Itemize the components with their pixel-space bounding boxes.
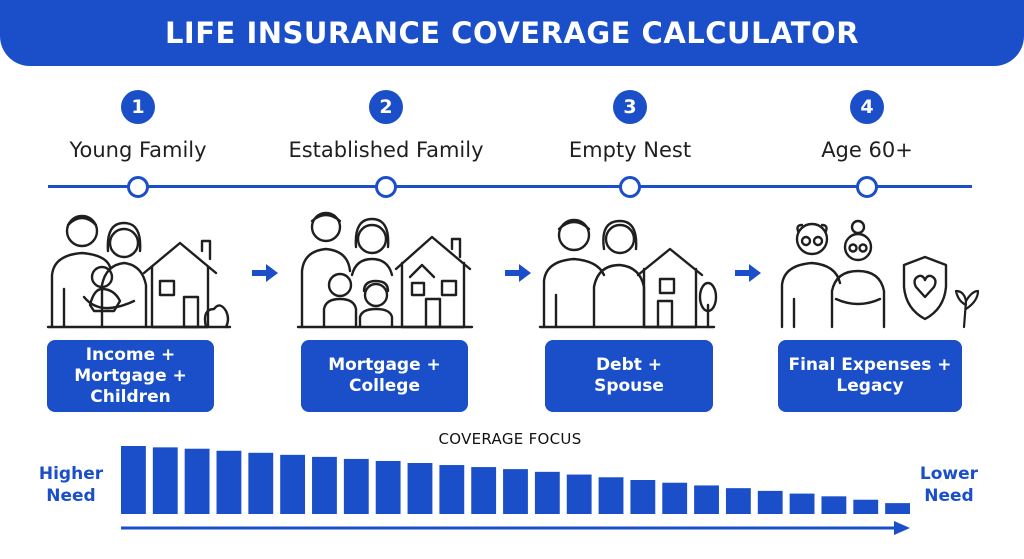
arrow-head-icon	[894, 521, 910, 535]
coverage-bar	[280, 454, 306, 514]
coverage-bar	[471, 467, 497, 514]
timeline-node	[375, 176, 397, 198]
stage-number: 3	[613, 90, 647, 124]
stage-2: 2 Established Family	[276, 90, 496, 162]
label-line: Need	[924, 486, 974, 506]
focus-line: Spouse	[594, 376, 664, 396]
page-title: LIFE INSURANCE COVERAGE CALCULATOR	[164, 16, 860, 50]
stage-number: 2	[369, 90, 403, 124]
coverage-bar	[885, 503, 910, 514]
coverage-bar	[312, 456, 337, 514]
house-icon	[392, 205, 476, 331]
coverage-bar	[534, 471, 560, 514]
focus-line: Income +	[85, 344, 176, 365]
coverage-bar	[375, 460, 401, 514]
focus-line: Children	[90, 386, 171, 407]
stage-title: Empty Nest	[568, 138, 692, 162]
coverage-bar	[216, 450, 242, 514]
label-line: Higher	[38, 464, 104, 484]
higher-need-label: Higher Need	[26, 463, 116, 507]
timeline-node	[127, 176, 149, 198]
stage-3: 3 Empty Nest	[520, 90, 740, 162]
couple-icon	[538, 205, 718, 331]
focus-box-established-family: Mortgage + College	[301, 340, 468, 412]
lower-need-label: Lower Need	[904, 463, 994, 507]
coverage-bar	[630, 480, 656, 514]
timeline-line	[48, 185, 972, 188]
focus-line: Mortgage +	[328, 355, 441, 375]
family-with-baby-icon	[44, 205, 234, 331]
coverage-bar	[789, 493, 815, 514]
focus-line: Debt +	[595, 355, 663, 375]
coverage-focus-title: COVERAGE FOCUS	[438, 430, 582, 448]
plant-icon	[952, 205, 982, 331]
coverage-bar	[121, 446, 146, 514]
house-icon	[140, 205, 230, 331]
coverage-bar	[853, 499, 879, 514]
timeline-node	[856, 176, 878, 198]
focus-line: Legacy	[836, 376, 904, 396]
shield-heart-icon	[900, 205, 950, 331]
coverage-bar	[439, 465, 465, 514]
coverage-bar	[757, 490, 783, 514]
coverage-bar	[694, 485, 719, 514]
stage-number: 1	[121, 90, 155, 124]
coverage-bar	[343, 458, 369, 514]
coverage-bar	[407, 463, 433, 514]
coverage-bar	[598, 477, 624, 514]
coverage-bar	[662, 482, 688, 514]
coverage-bar	[725, 488, 751, 514]
focus-box-age-60: Final Expenses + Legacy	[778, 340, 962, 412]
stage-title: Young Family	[69, 138, 207, 162]
stage-title: Established Family	[288, 138, 484, 162]
arrow-right-icon	[252, 264, 278, 282]
title-banner: LIFE INSURANCE COVERAGE CALCULATOR	[0, 0, 1024, 66]
coverage-bar	[248, 452, 274, 514]
stage-4: 4 Age 60+	[757, 90, 977, 162]
focus-box-young-family: Income + Mortgage + Children	[47, 340, 214, 412]
focus-line: Mortgage +	[74, 365, 187, 386]
arrow-right-icon	[505, 264, 531, 282]
coverage-bar	[503, 469, 528, 514]
stage-number: 4	[850, 90, 884, 124]
coverage-bar	[152, 447, 178, 514]
coverage-bar	[184, 448, 210, 514]
label-line: Need	[46, 486, 96, 506]
coverage-bar	[566, 474, 592, 514]
label-line: Lower	[919, 464, 979, 484]
stage-1: 1 Young Family	[28, 90, 248, 162]
timeline-node	[619, 176, 641, 198]
arrow-right-icon	[735, 264, 761, 282]
elderly-couple-icon	[776, 205, 982, 331]
focus-line: Final Expenses +	[788, 355, 952, 375]
stage-title: Age 60+	[821, 138, 913, 162]
focus-line: College	[348, 376, 421, 396]
focus-box-empty-nest: Debt + Spouse	[545, 340, 713, 412]
coverage-bar	[821, 496, 847, 514]
